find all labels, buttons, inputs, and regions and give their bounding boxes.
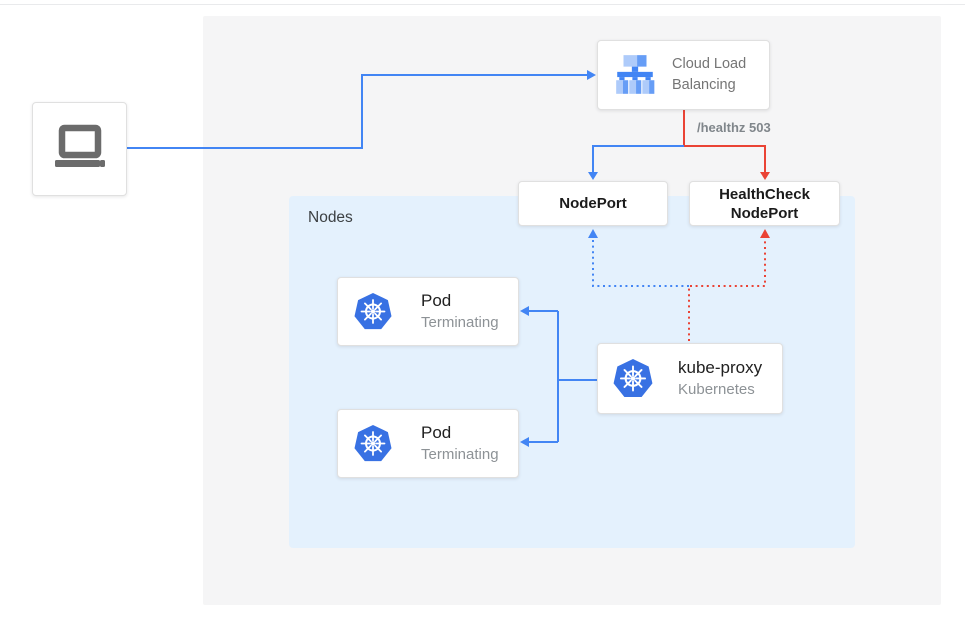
nodeport-label: NodePort [559, 195, 627, 212]
cloud-load-balancing-icon [612, 54, 658, 96]
kubernetes-icon [353, 292, 393, 332]
cloud-load-balancing-label: Cloud Load Balancing [672, 56, 747, 93]
nodes-group-label: Nodes [308, 209, 353, 226]
kubernetes-icon [353, 424, 393, 464]
pod1-title: Pod [421, 291, 452, 310]
cloud-load-balancing-node: Cloud Load Balancing [597, 40, 770, 110]
healthcheck-nodeport-node: HealthCheck NodePort [689, 181, 840, 226]
kube-proxy-node: kube-proxy Kubernetes [597, 343, 783, 414]
kubernetes-icon [612, 358, 654, 400]
pod-node-2: Pod Terminating [337, 409, 519, 478]
kube-proxy-title: kube-proxy [678, 358, 763, 377]
pod-node-1: Pod Terminating [337, 277, 519, 346]
pod1-status: Terminating [421, 314, 499, 331]
nodeport-node: NodePort [518, 181, 668, 226]
kube-proxy-subtitle: Kubernetes [678, 381, 755, 398]
healthcheck-nodeport-label: HealthCheck NodePort [719, 185, 810, 222]
top-divider [0, 4, 965, 5]
pod2-title: Pod [421, 423, 452, 442]
pod2-status: Terminating [421, 446, 499, 463]
healthz-edge-label: /healthz 503 [697, 120, 771, 135]
client-node [32, 102, 127, 196]
laptop-icon [54, 124, 105, 167]
